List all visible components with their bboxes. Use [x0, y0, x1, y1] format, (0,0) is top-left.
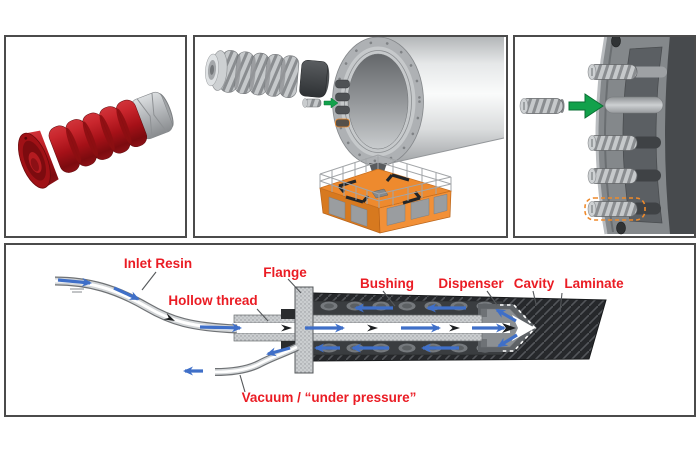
corrugated-body: [48, 99, 148, 173]
bushing-row-highlighted: [584, 197, 646, 221]
orange-dashed-highlight: [584, 197, 646, 221]
label-vacuum: Vacuum / “under pressure”: [242, 390, 417, 405]
bolt-hole-bottom: [616, 221, 626, 235]
work-platform: [318, 154, 453, 234]
flange-closeup-figure: [519, 37, 694, 235]
bushing-row: [587, 64, 638, 80]
flange-face: [18, 130, 59, 189]
railing: [319, 154, 452, 208]
loose-bushing: [519, 98, 565, 114]
label-cavity: Cavity: [514, 276, 555, 291]
platform-panels: [328, 193, 448, 227]
label-inlet-resin: Inlet Resin: [124, 256, 192, 271]
dispenser-tip-chevron: [512, 315, 535, 341]
insert-arrow-small: [323, 97, 339, 109]
flange-bolt-holes: [335, 40, 421, 163]
leader-lines: [141, 271, 563, 393]
tower-assembly-figure: [205, 37, 505, 234]
metal-bushing-3d: [205, 50, 330, 98]
bushing-row: [587, 135, 638, 151]
label-laminate: Laminate: [564, 276, 624, 291]
tower-cylinder: [302, 37, 505, 167]
panel-tower-assembly-render: [193, 35, 508, 238]
label-dispenser: Dispenser: [438, 276, 504, 291]
label-bushing: Bushing: [360, 276, 414, 291]
tube-wall-bottom: [233, 332, 483, 342]
flange-block: [294, 286, 314, 374]
tube-wall-top: [233, 314, 483, 324]
thread-channel-top: [312, 300, 504, 316]
label-hollow-thread: Hollow thread: [168, 293, 257, 308]
installed-bushings: [584, 64, 667, 221]
corner-brackets: [337, 173, 422, 205]
cavity-dashed-outline: [500, 304, 537, 352]
panel-red-bushing-render: [4, 35, 187, 238]
bushing-row: [587, 168, 638, 184]
panel-flange-closeup-render: [513, 35, 696, 238]
cross-section-figure: Inlet Resin Hollow thread Flange Bushing…: [54, 256, 624, 405]
empty-slot: [604, 96, 664, 114]
bushing-slots: [335, 79, 350, 128]
panel-cross-section-diagram: Inlet Resin Hollow thread Flange Bushing…: [4, 243, 696, 417]
red-bushing-figure: [18, 91, 174, 189]
red-bushing-3d: [18, 91, 174, 189]
resin-flow-arrows: [57, 277, 518, 376]
vacuum-tube: [214, 343, 299, 376]
bolt-hole-top: [611, 37, 621, 48]
thread-channel-bottom: [312, 340, 504, 356]
insert-arrow: [568, 93, 604, 119]
label-flange: Flange: [263, 265, 307, 280]
